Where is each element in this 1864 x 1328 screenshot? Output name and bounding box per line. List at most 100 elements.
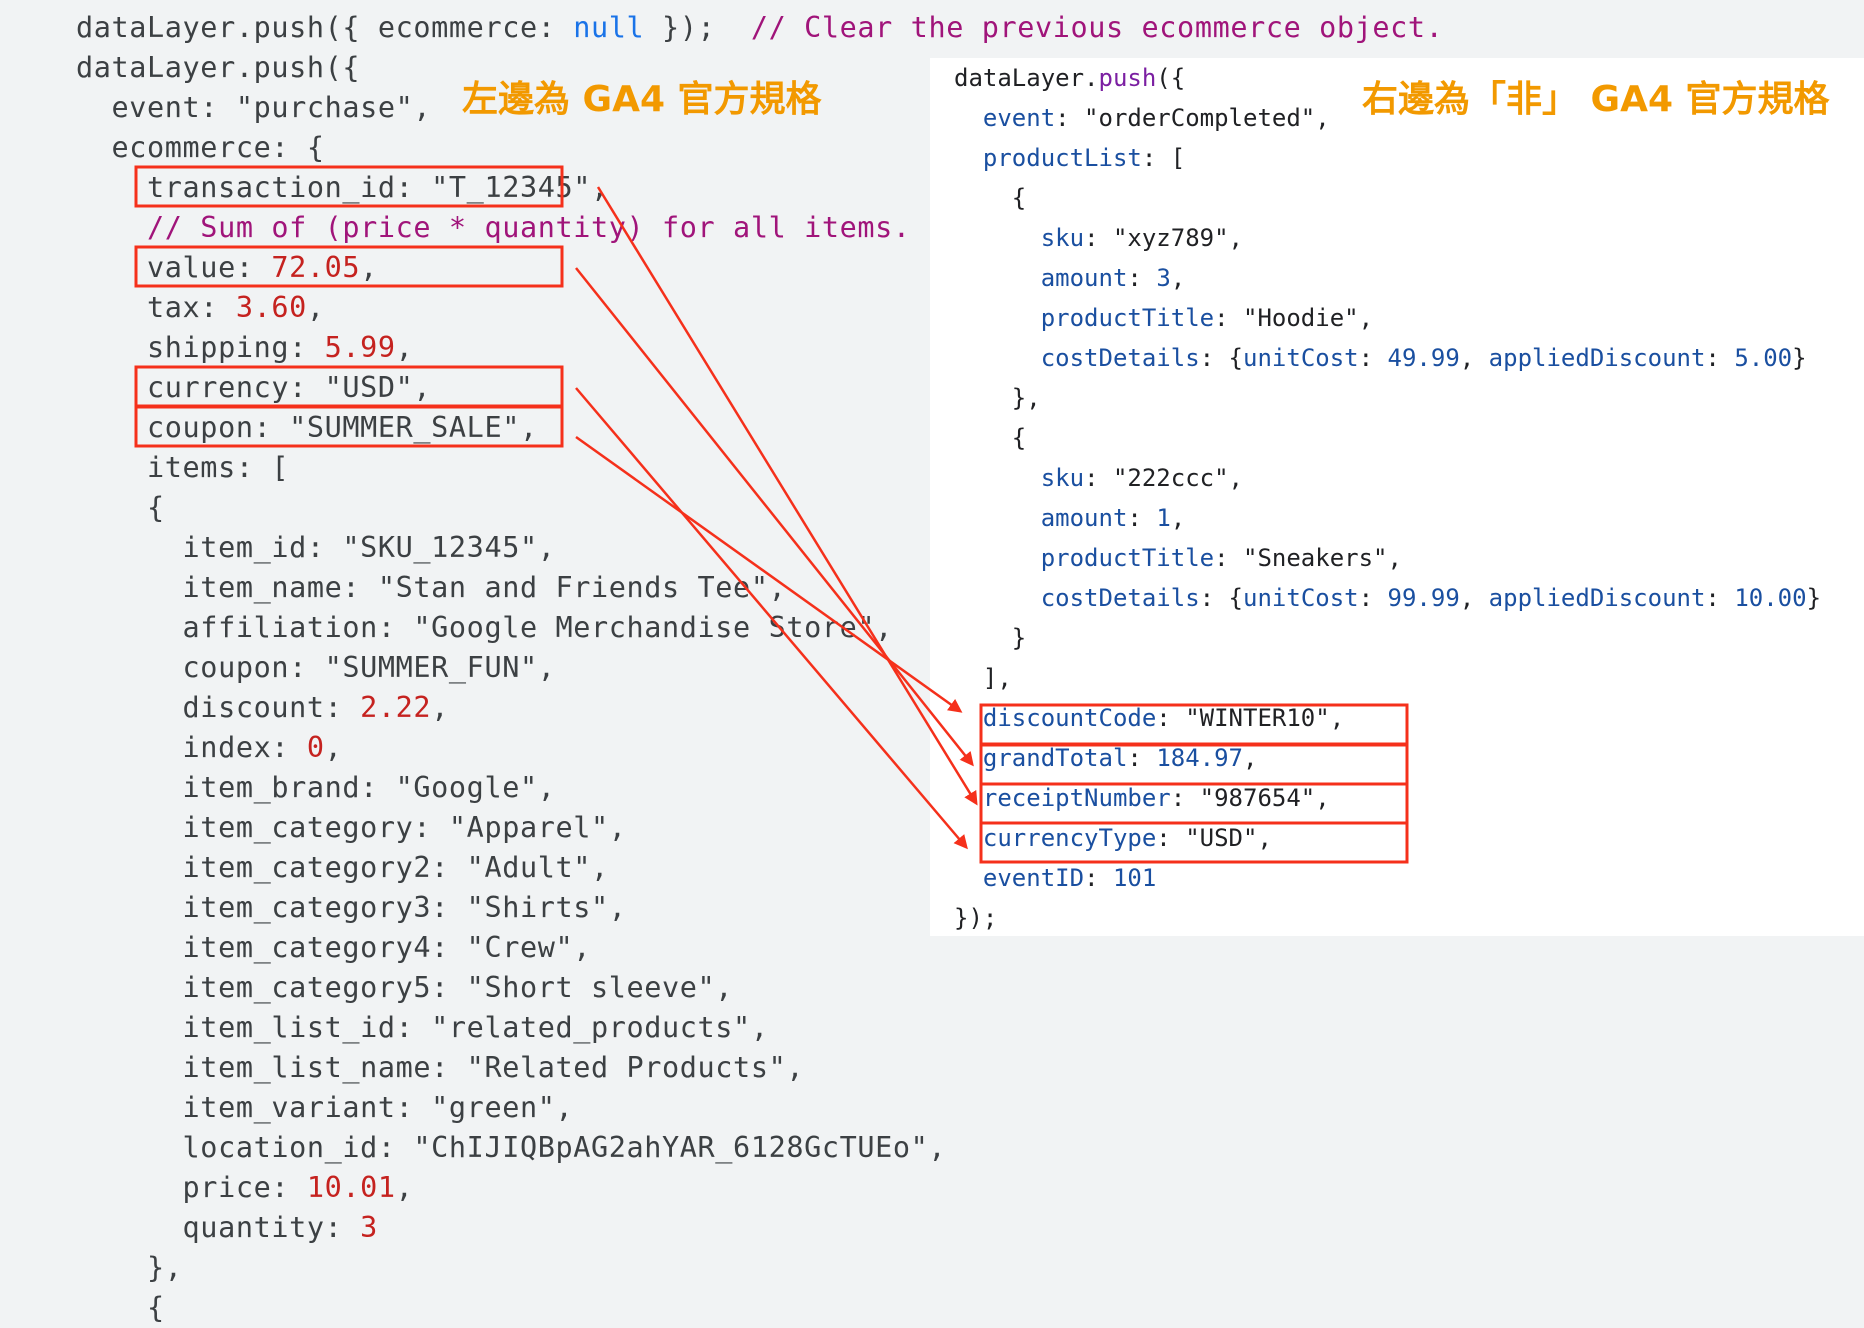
left-token: location_id: "ChIJIQBpAG2ahYAR_6128GcTUE…	[76, 1131, 947, 1164]
right-token: currencyType	[982, 824, 1157, 852]
left-line: items: [	[76, 448, 1443, 488]
right-token: },	[954, 384, 1041, 412]
arrow-coupon-to-discount-code	[575, 435, 963, 713]
non-ga4-order-code-block: dataLayer.push({ event: "orderCompleted"…	[954, 58, 1821, 938]
right-line: currencyType: "USD",	[954, 818, 1821, 858]
right-token: 101	[1112, 864, 1157, 892]
arrow-transaction-id-to-receipt-number	[596, 186, 978, 806]
left-line: coupon: "SUMMER_FUN",	[76, 648, 1443, 688]
arrow-value-to-grand-total	[575, 267, 974, 767]
left-line: currency: "USD",	[76, 368, 1443, 408]
right-line: sku: "222ccc",	[954, 458, 1821, 498]
left-token: coupon: "SUMMER_SALE",	[76, 411, 538, 444]
left-line: item_id: "SKU_12345",	[76, 528, 1443, 568]
left-line: item_category3: "Shirts",	[76, 888, 1443, 928]
left-token: });	[644, 11, 751, 44]
left-line: discount: 2.22,	[76, 688, 1443, 728]
left-token: event: "purchase",	[76, 91, 432, 124]
left-line: item_variant: "green",	[76, 1088, 1443, 1128]
left-line: },	[76, 1248, 1443, 1288]
right-token: :	[1358, 584, 1388, 612]
right-token: :	[1084, 864, 1113, 892]
left-line: dataLayer.push({ ecommerce: null }); // …	[76, 8, 1443, 48]
right-line: eventID: 101	[954, 858, 1821, 898]
left-line: coupon: "SUMMER_SALE",	[76, 408, 1443, 448]
highlight-receipt-number	[979, 782, 1409, 825]
right-token: : [	[1141, 144, 1186, 172]
left-line: ecommerce: {	[76, 128, 1443, 168]
left-token: item_category3: "Shirts",	[76, 891, 627, 924]
arrow-currency-to-currency-type	[575, 387, 968, 850]
left-token: item_variant: "green",	[76, 1091, 574, 1124]
left-token: 3.60	[235, 291, 307, 324]
left-token: 3	[360, 1211, 378, 1244]
left-token: null	[573, 11, 645, 44]
left-token: dataLayer.push({	[76, 51, 361, 84]
right-token: : "USD",	[1156, 824, 1272, 852]
highlight-transaction-id	[134, 165, 564, 208]
right-token: appliedDiscount	[1488, 584, 1706, 612]
right-token: : {	[1199, 344, 1244, 372]
left-token: currency: "USD",	[76, 371, 432, 404]
left-token: 0	[306, 731, 325, 764]
right-line: amount: 1,	[954, 498, 1821, 538]
highlight-discount-code	[979, 703, 1409, 746]
right-token: {	[954, 184, 1027, 212]
right-line: }	[954, 618, 1821, 658]
right-token: sku	[1040, 224, 1085, 252]
left-token: tax:	[76, 291, 236, 324]
left-token: ,	[395, 331, 414, 364]
right-token: }	[1792, 344, 1807, 372]
right-token: 184.97	[1156, 744, 1244, 772]
left-line: item_category5: "Short sleeve",	[76, 968, 1443, 1008]
highlight-value	[134, 245, 564, 288]
left-line: dataLayer.push({	[76, 48, 1443, 88]
right-token: 5.00	[1734, 344, 1793, 372]
right-token: discountCode	[982, 704, 1157, 732]
highlight-currency	[134, 365, 564, 408]
right-token: :	[1127, 504, 1157, 532]
right-line: grandTotal: 184.97,	[954, 738, 1821, 778]
right-token: 10.00	[1734, 584, 1807, 612]
right-line: costDetails: {unitCost: 49.99, appliedDi…	[954, 338, 1821, 378]
right-token: productTitle	[1040, 304, 1215, 332]
right-line: productTitle: "Sneakers",	[954, 538, 1821, 578]
left-token: ,	[395, 1171, 414, 1204]
left-line: item_name: "Stan and Friends Tee",	[76, 568, 1443, 608]
right-token: 3	[1156, 264, 1171, 292]
left-token: item_category2: "Adult",	[76, 851, 609, 884]
right-line: productList: [	[954, 138, 1821, 178]
right-token: unitCost	[1243, 344, 1359, 372]
left-token: ecommerce: {	[76, 131, 325, 164]
left-line: item_category2: "Adult",	[76, 848, 1443, 888]
right-line: {	[954, 178, 1821, 218]
left-token: index:	[76, 731, 307, 764]
left-token: quantity:	[76, 1211, 361, 1244]
right-token: productList	[982, 144, 1142, 172]
right-token: ({	[1156, 64, 1186, 92]
right-line: productTitle: "Hoodie",	[954, 298, 1821, 338]
left-token: item_name: "Stan and Friends Tee",	[76, 571, 787, 604]
highlight-currency-type	[979, 821, 1409, 864]
right-token: ,	[1243, 744, 1258, 772]
right-spec-title: 右邊為「非」 GA4 官方規格	[1362, 79, 1830, 120]
right-line: },	[954, 378, 1821, 418]
left-token: 2.22	[360, 691, 432, 724]
highlight-grand-total	[979, 743, 1409, 786]
right-token: 1	[1156, 504, 1171, 532]
left-token: price:	[76, 1171, 307, 1204]
left-line: item_brand: "Google",	[76, 768, 1443, 808]
right-token: amount	[1040, 504, 1128, 532]
right-token: event	[982, 104, 1056, 132]
left-line: value: 72.05,	[76, 248, 1443, 288]
left-token: value:	[76, 251, 272, 284]
right-token: eventID	[982, 864, 1085, 892]
left-line: price: 10.01,	[76, 1168, 1443, 1208]
left-token: item_brand: "Google",	[76, 771, 556, 804]
right-token: }	[1806, 584, 1822, 612]
right-token: 99.99	[1387, 584, 1460, 612]
left-line: quantity: 3	[76, 1208, 1443, 1248]
left-token: 5.99	[324, 331, 396, 364]
right-line: event: "orderCompleted",	[954, 98, 1821, 138]
left-token: discount:	[76, 691, 361, 724]
